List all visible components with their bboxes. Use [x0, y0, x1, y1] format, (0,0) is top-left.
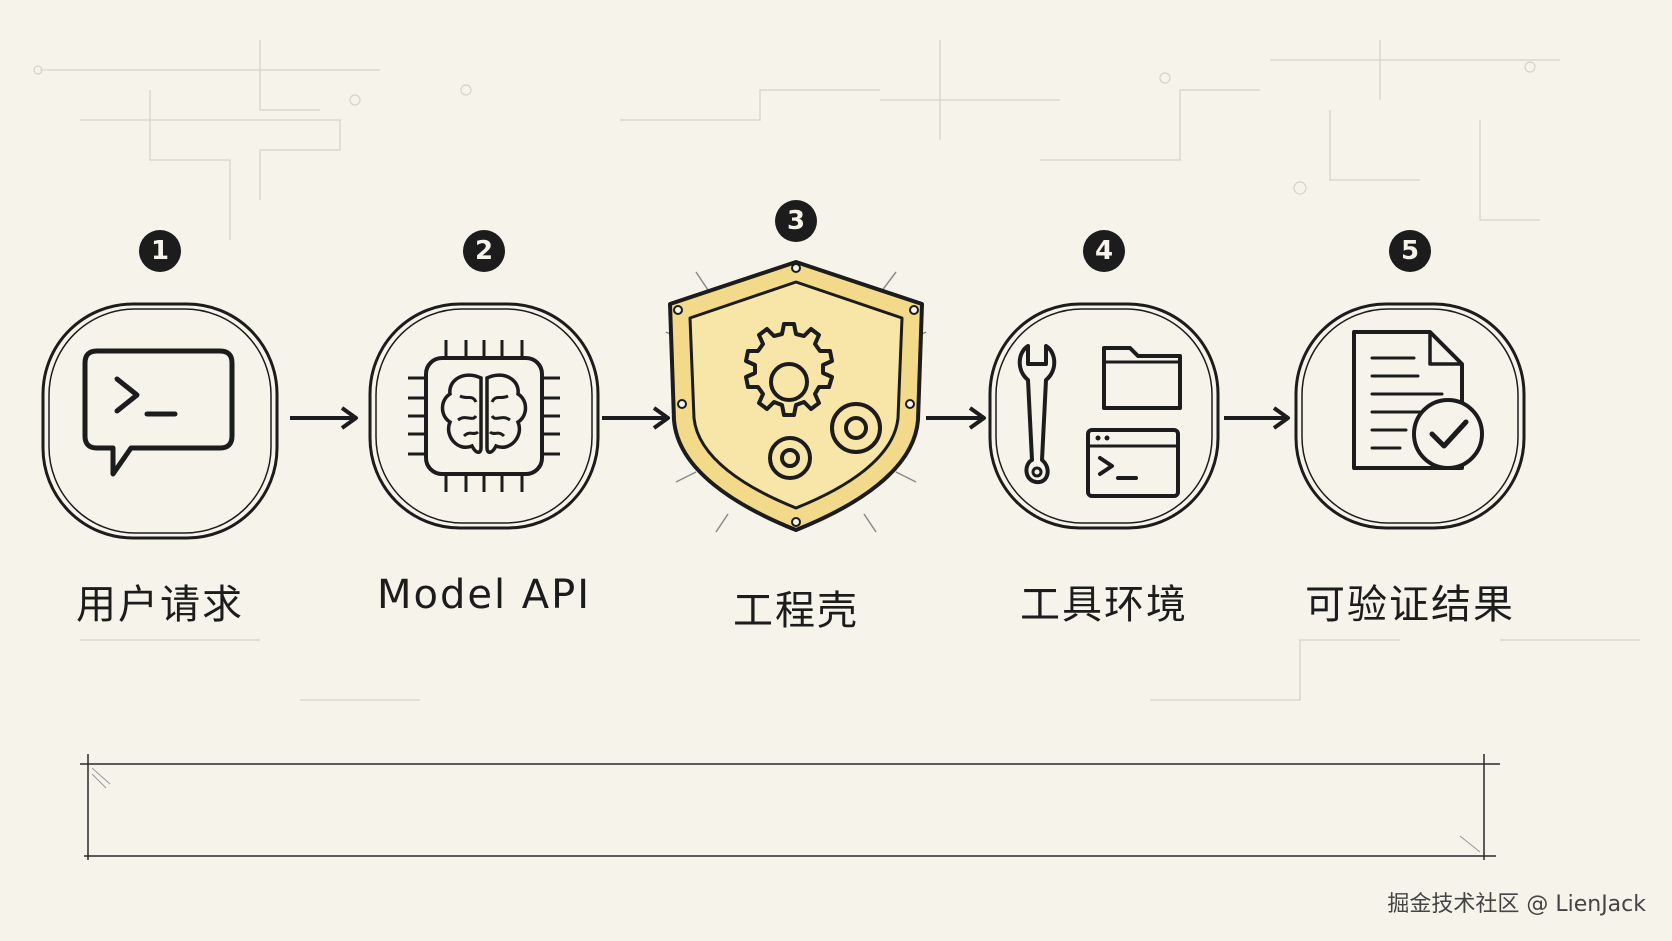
- step-number-badge: 2: [463, 230, 505, 272]
- shield-gears-icon: [656, 252, 936, 546]
- step-label: 工程壳: [733, 588, 859, 634]
- brain-chip-icon: [364, 296, 604, 540]
- document-check-icon: [1290, 296, 1530, 540]
- step-label: 工具环境: [1020, 582, 1188, 628]
- footer-credit: 掘金技术社区 @ LienJack: [1387, 892, 1646, 917]
- step-label: 可验证结果: [1305, 582, 1515, 628]
- step-label: Model API: [376, 572, 592, 618]
- step-number-badge: 3: [775, 200, 817, 242]
- arrow-right-icon: [600, 406, 672, 434]
- tools-folder-terminal-icon: [984, 296, 1224, 540]
- step-number-badge: 1: [139, 230, 181, 272]
- terminal-chat-icon: [35, 296, 285, 550]
- step-number-badge: 4: [1083, 230, 1125, 272]
- step-number-badge: 5: [1389, 230, 1431, 272]
- arrow-right-icon: [924, 406, 988, 434]
- step-label: 用户请求: [76, 582, 244, 628]
- arrow-right-icon: [288, 406, 360, 434]
- arrow-right-icon: [1222, 406, 1292, 434]
- empty-bottom-bar: [80, 752, 1500, 866]
